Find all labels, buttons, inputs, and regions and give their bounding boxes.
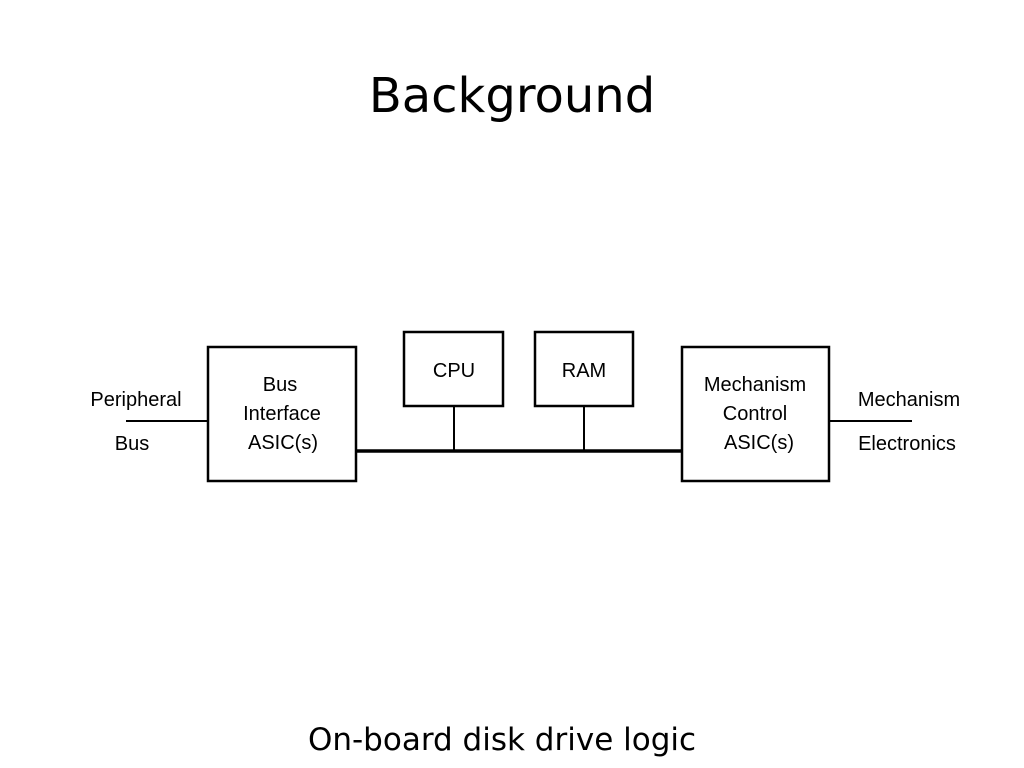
- ram-box: [533, 330, 635, 408]
- mechanism-electronics-label-line-2: Electronics: [858, 433, 956, 455]
- mechanism-electronics-label-line-1: Mechanism: [858, 389, 960, 411]
- slide-title: Background: [368, 68, 656, 124]
- slide-caption: On-board disk drive logic: [307, 722, 697, 758]
- bus-interface-box: [206, 345, 358, 483]
- mechanism-control-label-line-1: Mechanism: [704, 374, 806, 396]
- bus-interface-label-line-1: Bus: [263, 374, 297, 396]
- bus-interface-label-line-3: ASIC(s): [248, 432, 318, 454]
- cpu-label: CPU: [433, 360, 475, 382]
- bus-interface-label-line-2: Interface: [243, 403, 321, 425]
- mechanism-control-label-line-2: Control: [723, 403, 787, 425]
- ram-label: RAM: [562, 360, 606, 382]
- mechanism-control-box: [680, 345, 831, 483]
- peripheral-bus-label-line-1: Peripheral: [90, 389, 181, 411]
- mechanism-control-label-line-3: ASIC(s): [724, 432, 794, 454]
- peripheral-bus-label-line-2: Bus: [115, 433, 149, 455]
- cpu-box: [402, 330, 505, 408]
